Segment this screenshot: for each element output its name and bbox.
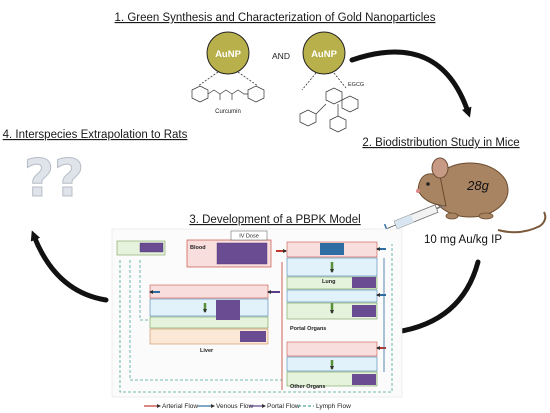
legend-venous: Venous Flow — [216, 403, 254, 410]
aunp-curcumin: AuNP Curcumin — [191, 31, 265, 115]
question-marks: ?? — [24, 149, 84, 209]
mouse-tail — [497, 211, 547, 234]
mouse-illustration: 28g — [416, 157, 547, 234]
liver-label: Liver — [200, 348, 214, 354]
nanoparticle-left-label: AuNP — [215, 49, 242, 60]
heading-synthesis: 1. Green Synthesis and Characterization … — [115, 12, 436, 24]
nanoparticle-right-circle — [302, 31, 346, 75]
and-label: AND — [272, 51, 290, 61]
heading-pbpk: 3. Development of a PBPK Model — [189, 214, 360, 226]
mouse-ear — [431, 157, 449, 179]
curcumin-structure — [191, 85, 265, 103]
nanoparticle-right-label: AuNP — [311, 49, 338, 60]
iv-dose-label: IV Dose — [239, 234, 259, 240]
liver-compartment: Liver — [149, 284, 269, 354]
syringe-icon — [383, 204, 445, 234]
legend-arterial: Arterial Flow — [162, 403, 198, 410]
arrow-biodistribution-to-pbpk — [390, 259, 481, 337]
mouse-eye — [426, 182, 430, 186]
blood-compartment: Blood — [186, 239, 272, 268]
curcumin-label: Curcumin — [215, 109, 241, 115]
egcg-label: EGCG — [348, 82, 364, 88]
pbpk-model-diagram: Blood IV Dose Lung Portal Organs Other O… — [111, 228, 403, 398]
dose-label: 10 mg Au/kg IP — [424, 234, 502, 246]
heading-biodistribution: 2. Biodistribution Study in Mice — [362, 137, 519, 149]
legend-portal: Portal Flow — [267, 403, 300, 410]
arrow-pbpk-to-extrapolation — [30, 230, 109, 303]
other-organs-label: Other Organs — [290, 384, 325, 390]
mouse-weight: 28g — [466, 178, 489, 193]
portal-organs-label: Portal Organs — [290, 326, 326, 332]
mouse-nose — [416, 189, 420, 193]
nanoparticle-left-circle — [206, 31, 250, 75]
lung-compartment: Lung — [286, 241, 378, 290]
lung-label: Lung — [322, 279, 335, 285]
egcg-structure — [299, 87, 359, 133]
heading-extrapolation: 4. Interspecies Extrapolation to Rats — [3, 129, 188, 141]
aunp-egcg: AuNP EGCG — [299, 31, 364, 133]
arrow-synthesis-to-biodistribution — [349, 49, 472, 118]
legend-lymph: Lymph Flow — [316, 403, 351, 410]
blood-label: Blood — [190, 245, 206, 251]
flow-legend: Arterial Flow Venous Flow Portal Flow Ly… — [144, 403, 351, 410]
